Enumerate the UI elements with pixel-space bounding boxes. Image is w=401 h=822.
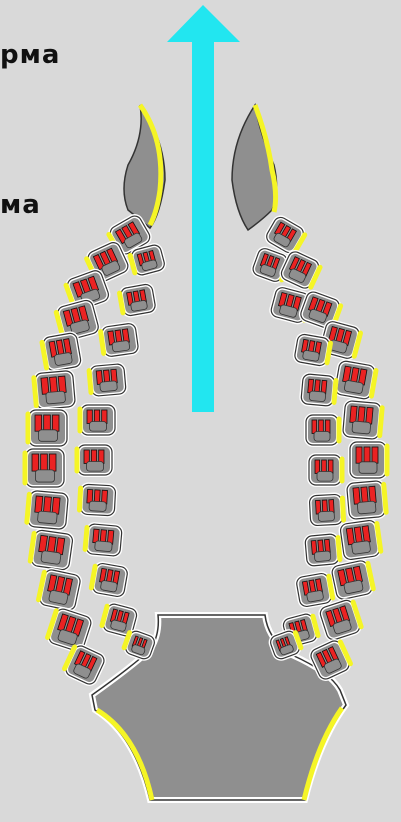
vascular-cell (123, 629, 157, 661)
left-horn (124, 105, 165, 228)
vascular-cell (41, 332, 81, 372)
vascular-cell (129, 244, 166, 277)
right-horn (232, 105, 277, 230)
vascular-cell (38, 568, 82, 611)
vascular-cell (34, 370, 76, 409)
vascular-cell (342, 400, 382, 439)
vascular-cell (30, 529, 74, 570)
vascular-cell (91, 562, 129, 597)
vascular-cell (89, 364, 126, 397)
vascular-cell (305, 534, 340, 567)
vascular-cell (27, 490, 69, 529)
vascular-cell (28, 410, 67, 446)
vascular-cell (85, 523, 122, 556)
vascular-cell (25, 449, 64, 487)
vascular-cell (309, 494, 344, 526)
vascular-cell (306, 415, 339, 445)
vascular-cell (296, 572, 334, 607)
vascular-cell (77, 445, 112, 475)
vascular-cell (119, 283, 156, 316)
vascular-cell (331, 559, 374, 600)
vascular-cell (294, 333, 331, 366)
left-vascular-ring (25, 214, 166, 687)
vascular-cell (346, 480, 386, 519)
vascular-cell (340, 520, 382, 561)
vascular-cell (350, 442, 387, 478)
vascular-cell (334, 360, 376, 400)
vascular-cell (100, 323, 139, 358)
up-arrow-icon (167, 5, 240, 412)
vascular-cell (309, 455, 342, 485)
vascular-cell (79, 484, 116, 516)
vascular-cell (80, 405, 115, 435)
right-vascular-ring (251, 215, 387, 681)
vascular-cell (301, 374, 336, 407)
